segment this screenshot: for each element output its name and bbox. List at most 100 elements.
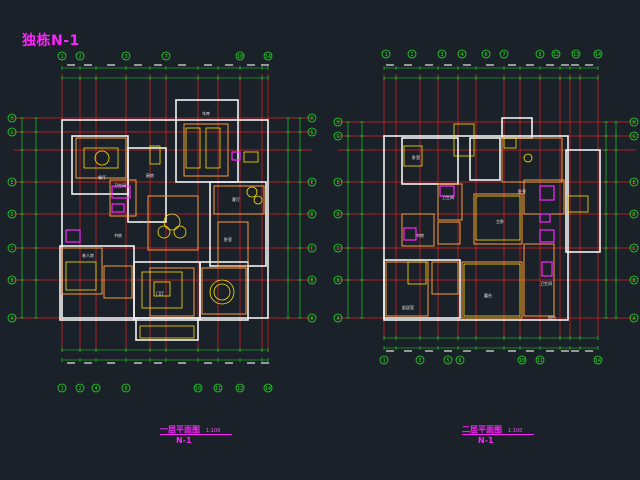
room-partition xyxy=(75,137,127,179)
axis-bubble-bottom-label: 3 xyxy=(418,358,421,364)
plan-2-scale: 1:100 xyxy=(508,428,523,434)
furniture xyxy=(503,137,517,149)
axis-bubble-top-label: 1 xyxy=(60,54,63,60)
axis-bubble-top-label: 13 xyxy=(573,52,579,58)
furniture xyxy=(153,281,171,297)
room-partition xyxy=(473,193,523,245)
axis-bubble-top-label: 7 xyxy=(164,54,167,60)
axis-bubble-left xyxy=(333,275,343,285)
axis-bubble-top xyxy=(593,49,603,59)
axis-bubble-bottom-label: 10 xyxy=(519,358,525,364)
room-partition xyxy=(523,179,565,215)
furniture xyxy=(83,147,119,169)
axis-bubble-bottom-label: 14 xyxy=(595,358,601,364)
furniture xyxy=(475,195,521,241)
axis-bubble-bottom-label: 6 xyxy=(458,358,461,364)
room-partition xyxy=(149,267,195,317)
axis-bubble-left xyxy=(7,243,17,253)
room-label: 厨房 xyxy=(146,172,154,178)
axis-bubble-left-label: A xyxy=(10,316,13,322)
axis-bubble-top xyxy=(437,49,447,59)
axis-bubble-bottom xyxy=(593,355,603,365)
axis-bubble-bottom-label: 1 xyxy=(60,386,63,392)
furniture-round xyxy=(94,150,110,166)
room-label: 卧室 xyxy=(412,154,420,160)
axis-bubble-top-label: 8 xyxy=(538,52,541,58)
axis-bubble-right-label: E xyxy=(632,180,635,186)
axis-bubble-right xyxy=(307,313,317,323)
wall-outline xyxy=(383,259,461,319)
plan-1-name: 一层平面图 xyxy=(160,425,200,434)
axis-bubble-left-label: A xyxy=(336,316,339,322)
room-partition xyxy=(109,179,137,217)
furniture-round xyxy=(209,279,235,305)
axis-bubble-bottom xyxy=(57,383,67,393)
axis-bubble-bottom-label: 1 xyxy=(382,358,385,364)
axis-bubble-top xyxy=(499,49,509,59)
bathroom-fixture xyxy=(539,229,555,243)
axis-bubble-left-label: B xyxy=(336,278,339,284)
axis-bubble-top-label: 14 xyxy=(265,54,271,60)
room-label: 餐厅 xyxy=(98,174,106,180)
axis-bubble-left-label: G xyxy=(10,130,13,136)
axis-bubble-top-label: 6 xyxy=(484,52,487,58)
room-label: 卧室 xyxy=(224,236,232,242)
furniture xyxy=(205,127,221,169)
furniture-round xyxy=(173,225,187,239)
axis-bubble-bottom xyxy=(455,355,465,365)
axis-bubble-right-label: H xyxy=(632,120,635,126)
axis-bubble-bottom xyxy=(535,355,545,365)
furniture xyxy=(139,325,195,339)
axis-bubble-top xyxy=(263,51,273,61)
wall-outline xyxy=(135,317,199,341)
room-label: 起居室 xyxy=(402,304,414,310)
wall-outline xyxy=(501,117,533,139)
axis-bubble-right-label: D xyxy=(310,212,313,218)
room-label: 卫生间 xyxy=(114,182,126,188)
axis-bubble-right-label: B xyxy=(310,278,313,284)
room-partition xyxy=(183,123,229,177)
axis-bubble-bottom-label: 4 xyxy=(94,386,97,392)
furniture-round xyxy=(253,195,263,205)
axis-bubble-right-label: D xyxy=(632,212,635,218)
wall-outline xyxy=(133,261,201,321)
wall-outline xyxy=(59,245,135,321)
room-label: 客厅 xyxy=(232,196,240,202)
furniture-round xyxy=(523,153,533,163)
axis-bubble-right xyxy=(629,117,639,127)
plan-2-subtitle: N-1 xyxy=(478,436,494,445)
room-label: 门厅 xyxy=(156,290,164,296)
axis-bubble-right-label: G xyxy=(310,130,313,136)
axis-bubble-right xyxy=(629,177,639,187)
furniture xyxy=(463,263,521,317)
plan-1-scale: 1:100 xyxy=(206,428,221,434)
furniture xyxy=(403,145,423,167)
room-partition xyxy=(401,213,435,247)
axis-bubble-right-label: C xyxy=(310,246,313,252)
axis-bubble-left xyxy=(333,209,343,219)
furniture xyxy=(149,145,161,165)
room-label: 书房 xyxy=(114,232,122,238)
axis-bubble-left xyxy=(7,113,17,123)
room-partition xyxy=(501,137,563,183)
axis-bubble-right-label: E xyxy=(310,180,313,186)
bathroom-fixture xyxy=(439,185,455,197)
axis-bubble-left-label: H xyxy=(10,116,13,122)
room-label: 车库 xyxy=(202,110,210,116)
axis-bubble-top xyxy=(457,49,467,59)
furniture-round xyxy=(157,225,171,239)
axis-bubble-bottom-label: 12 xyxy=(237,386,243,392)
axis-bubble-bottom xyxy=(121,383,131,393)
axis-bubble-top-label: 10 xyxy=(237,54,243,60)
room-label: 露台 xyxy=(484,292,492,298)
axis-bubble-left-label: D xyxy=(10,212,13,218)
plan-2-name: 二层平面图 xyxy=(462,425,502,434)
axis-bubble-right xyxy=(629,209,639,219)
axis-bubble-left-label: D xyxy=(336,212,339,218)
room-partition xyxy=(437,221,461,245)
axis-bubble-bottom-label: 6 xyxy=(124,386,127,392)
plan-2-caption: 二层平面图 1:100 xyxy=(462,424,522,435)
furniture xyxy=(65,261,97,291)
axis-bubble-top xyxy=(75,51,85,61)
